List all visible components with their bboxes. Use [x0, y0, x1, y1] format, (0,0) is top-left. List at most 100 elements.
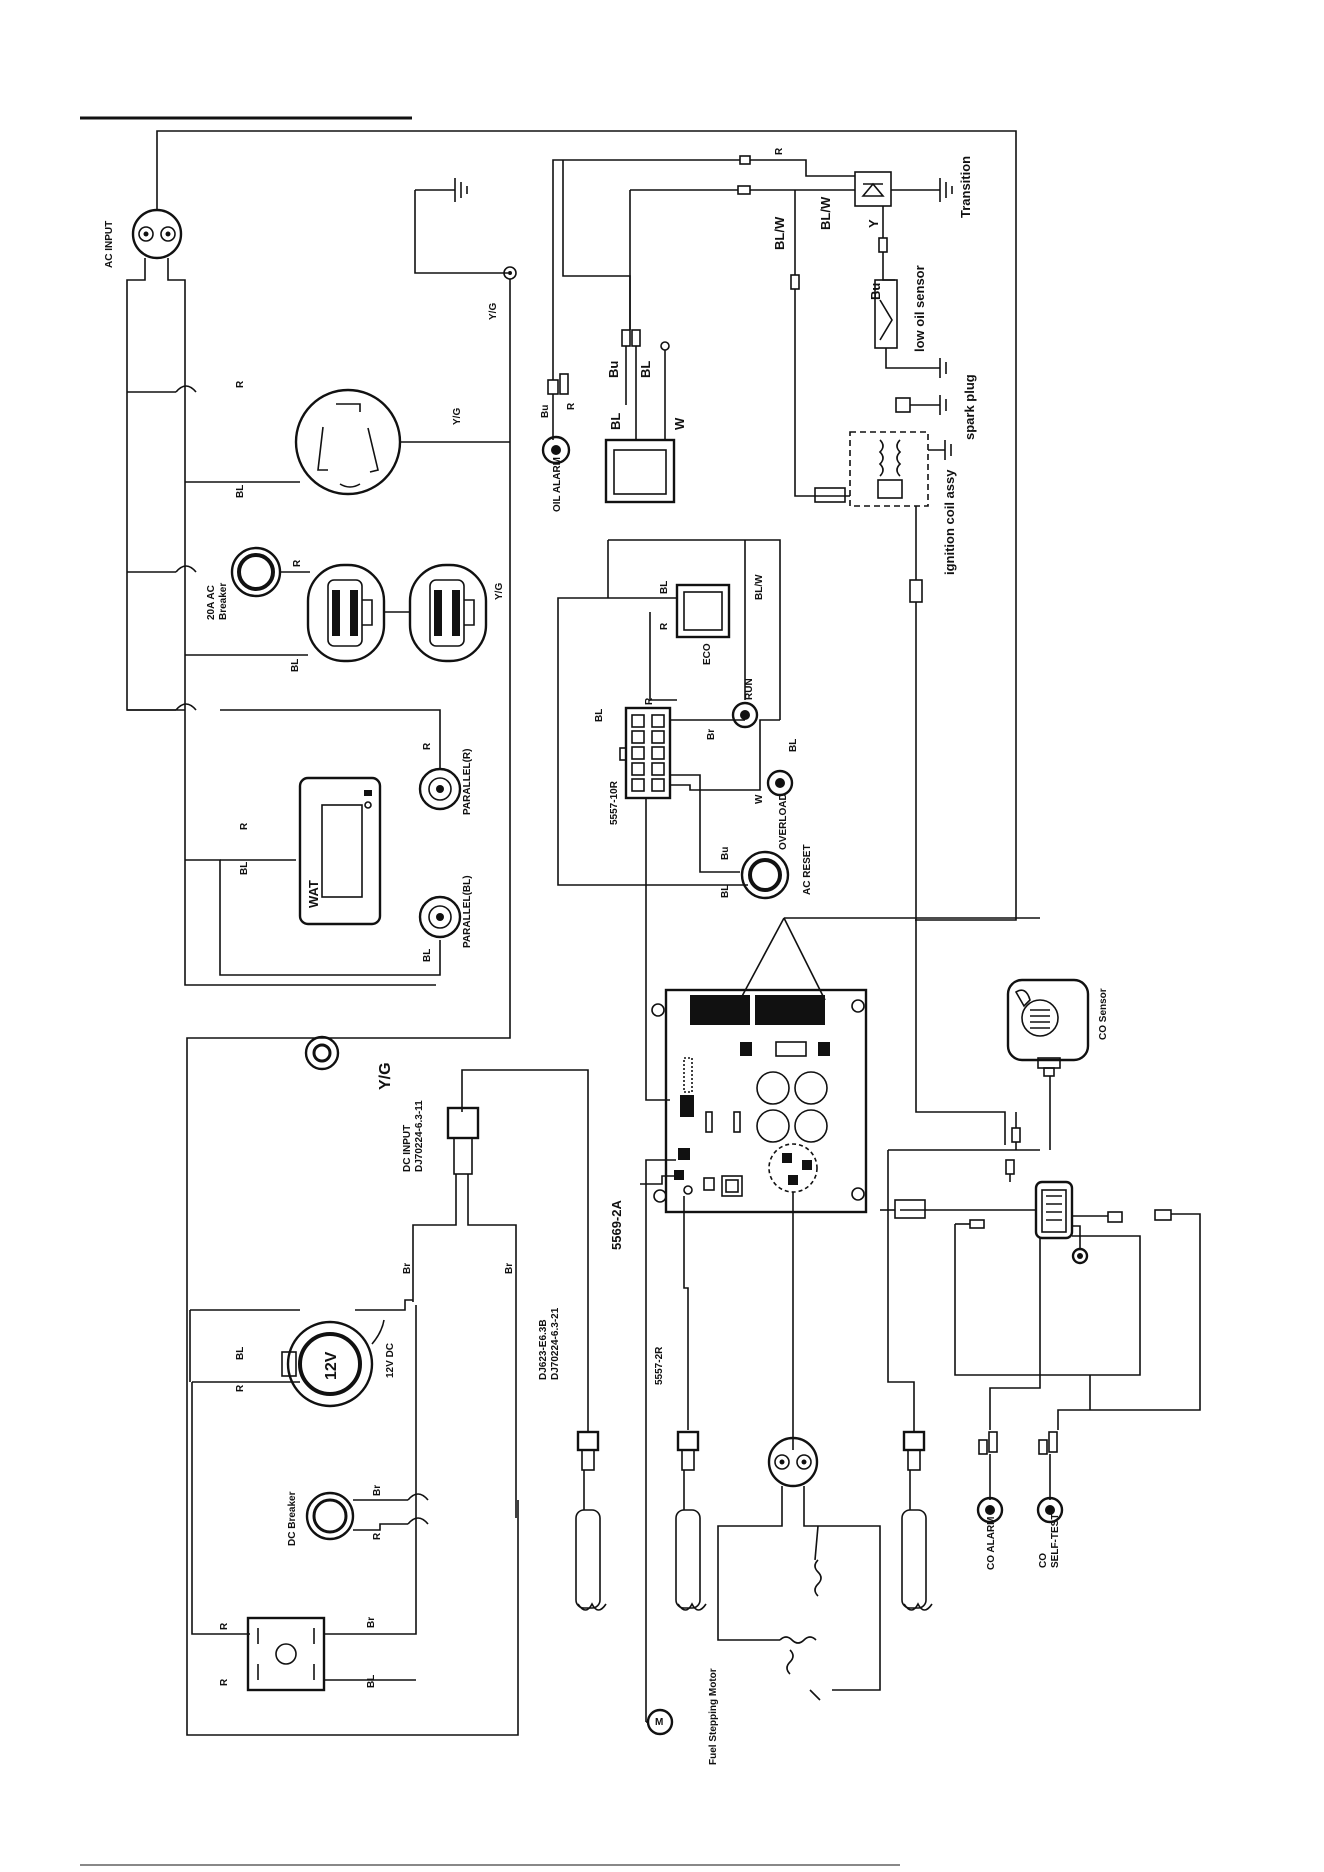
wire-r-2: R [292, 559, 303, 567]
oil-alarm-module [604, 438, 676, 504]
wire-bl-12: BL [366, 1675, 377, 1688]
wire-r-6: R [566, 402, 577, 410]
wire-bl-8: BL [594, 709, 605, 722]
fuel-motor-symbol: M [655, 1717, 663, 1728]
wire-bl-3: BL [239, 862, 250, 875]
co-alarm-led [976, 1496, 1004, 1524]
wire-bl-5: BL [638, 361, 653, 378]
overload-label: OVERLOAD [778, 793, 789, 850]
eco-switch[interactable] [675, 583, 731, 639]
ground-lug [304, 1035, 340, 1071]
transition-thyristor [854, 171, 892, 207]
ac-reset-button[interactable] [740, 850, 790, 900]
duplex-receptacle-2 [408, 563, 488, 663]
wire-bu-4: Bu [720, 847, 731, 860]
wire-br-3: Br [504, 1263, 515, 1274]
ignition-coil-label: ignition coil assy [942, 469, 957, 575]
wire-r-8: R [644, 697, 655, 705]
wire-r-9: R [235, 1384, 246, 1392]
wire-br-2: Br [402, 1263, 413, 1274]
conn-5557-label: 5557-10R [609, 780, 620, 825]
wire-br-4: Br [372, 1485, 383, 1496]
breaker-20a-label-2: Breaker [218, 583, 229, 620]
wire-blw-3: BL/W [754, 574, 765, 600]
yg-ground-label: Y/G [377, 1062, 394, 1090]
wire-bl-9: BL [788, 739, 799, 752]
wire-yg-3: Y/G [494, 583, 505, 600]
socket-12v [281, 1319, 385, 1408]
harness-connector [1034, 1180, 1074, 1240]
wire-bu-2: Bu [540, 405, 551, 418]
wire-r-3: R [239, 822, 250, 830]
ac-input-socket [131, 208, 183, 260]
co-alarm-label: CO ALARM [986, 1516, 997, 1570]
hour-meter [298, 776, 382, 926]
co-self-test-label-2: SELF-TEST [1050, 1514, 1061, 1568]
dj623-label-1: DJ623-E6.3B [538, 1319, 549, 1380]
co-sensor [1006, 978, 1090, 1077]
wire-bl-7: BL [659, 581, 670, 594]
wire-w-2: W [754, 794, 765, 804]
oil-alarm-led [541, 435, 571, 465]
wire-r-7: R [659, 622, 670, 630]
breaker-20a[interactable] [230, 546, 282, 598]
parallel-bl-label: PARALLEL(BL) [462, 875, 473, 948]
wire-r-4: R [422, 742, 433, 750]
engine-section: R Transition BL/W BL/W Y Bu low [540, 147, 1040, 1145]
wire-br-5: Br [366, 1617, 377, 1628]
conn-small-label: 5557-2R [654, 1346, 665, 1385]
twist-lock-receptacle [294, 388, 402, 496]
wire-bl-2: BL [290, 659, 301, 672]
plug-lead-1 [575, 1430, 607, 1611]
eco-label: ECO [702, 643, 713, 665]
socket-12v-face: 12V [323, 1351, 340, 1380]
wire-yg-2: Y/G [452, 408, 463, 425]
plug-lead-2 [675, 1430, 707, 1611]
fuel-motor-label: Fuel Stepping Motor [708, 1668, 719, 1765]
co-self-test-label-1: CO [1038, 1553, 1049, 1568]
wire-bl-11: BL [235, 1347, 246, 1360]
transition-label: Transition [958, 156, 973, 218]
low-oil-sensor-label: low oil sensor [912, 265, 927, 352]
dc-input-label-2: DJ70224-6.3-11 [414, 1100, 425, 1172]
ac-section: AC INPUT Y/G R BL Y/G [104, 130, 1017, 1736]
wire-bl-4: BL [422, 949, 433, 962]
overload-led [766, 769, 794, 797]
wire-r-5: R [774, 147, 785, 155]
wire-yg-1: Y/G [488, 303, 499, 320]
conn-5569-label: 5569-2A [609, 1200, 624, 1250]
stator-winding [717, 1436, 881, 1701]
inverter-board [651, 988, 868, 1214]
wire-w-1: W [672, 417, 687, 430]
run-label: RUN [744, 678, 755, 700]
plug-lead-3 [901, 1430, 933, 1611]
parallel-r-terminal[interactable] [418, 767, 462, 811]
meter-logo: WAT [306, 880, 321, 908]
wire-bu-3: Bu [606, 361, 621, 378]
dc-section: DC INPUT DJ70224-6.3-11 Br Br BL R 12V 1… [189, 1069, 589, 1692]
parallel-r-label: PARALLEL(R) [462, 749, 473, 815]
co-self-test-button[interactable] [1036, 1496, 1064, 1524]
oil-alarm-label: OIL ALARM [552, 457, 563, 512]
duplex-receptacle-1 [306, 563, 386, 663]
wire-bl-6: BL [608, 413, 623, 430]
socket-12v-label: 12V DC [385, 1343, 396, 1378]
run-led [731, 701, 759, 729]
connector-5557-10r [619, 706, 672, 800]
wire-r-12: R [219, 1678, 230, 1686]
rectifier [246, 1616, 326, 1692]
parallel-bl-terminal[interactable] [418, 895, 462, 939]
wire-bl-1: BL [235, 485, 246, 498]
ignition-coil [849, 431, 929, 507]
dc-breaker-label: DC Breaker [287, 1491, 298, 1546]
dc-input-label-1: DC INPUT [402, 1125, 413, 1172]
dj623-label-2: DJ70224-6.3-21 [550, 1307, 561, 1380]
dc-breaker[interactable] [305, 1491, 355, 1541]
spark-plug-label: spark plug [962, 374, 977, 440]
ac-reset-label: AC RESET [802, 844, 813, 895]
wire-r-1: R [235, 380, 246, 388]
co-sensor-label: CO Sensor [1098, 988, 1109, 1040]
ac-input-label: AC INPUT [104, 221, 115, 268]
wire-r-10: R [372, 1532, 383, 1540]
